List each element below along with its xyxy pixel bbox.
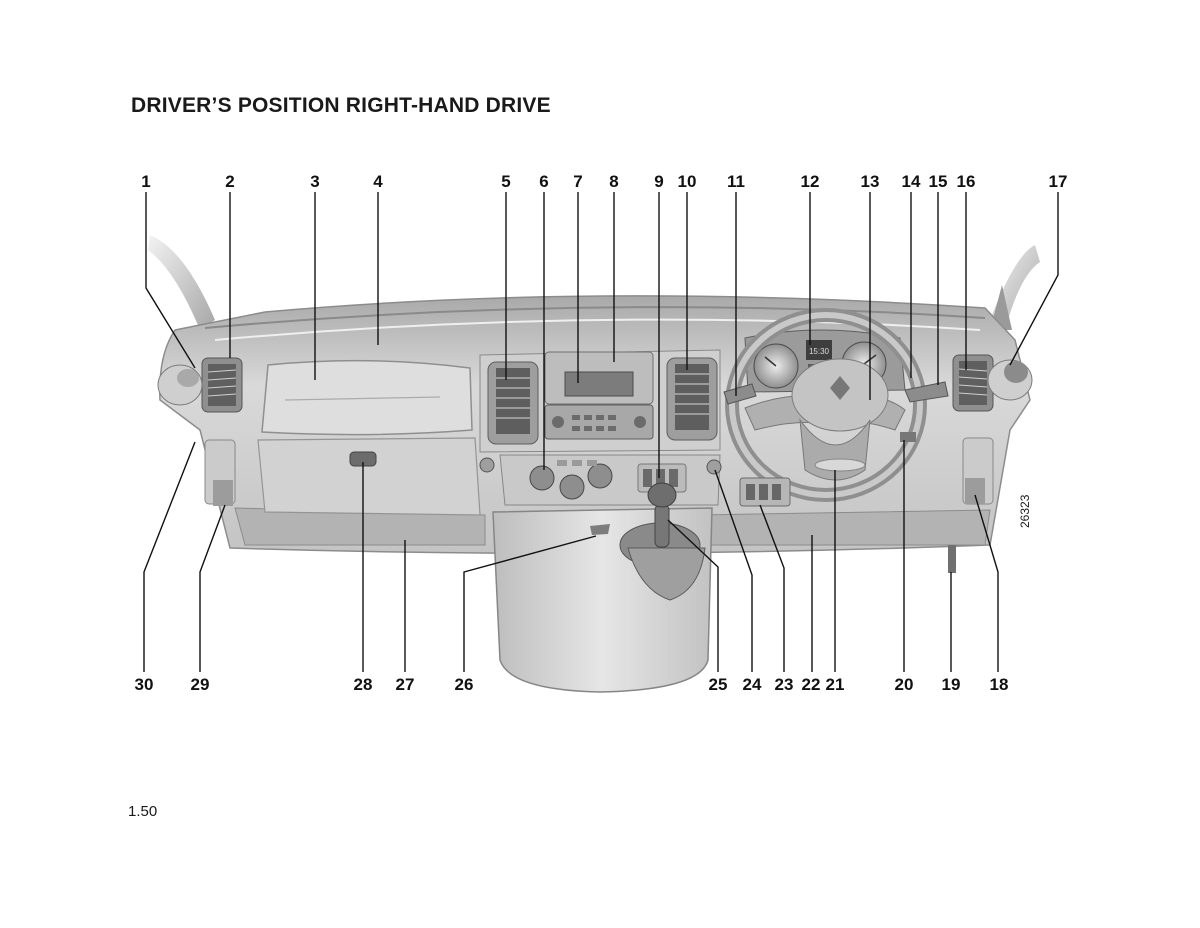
brand-emblem: [830, 376, 850, 400]
right-end-cap: [987, 359, 1033, 401]
callout-24: 24: [743, 675, 762, 694]
callout-numbers-top: 1 2 3 4 5 6 7 8 9 10 11 12 13 14 15 16 1…: [141, 172, 1067, 191]
callout-14: 14: [902, 172, 921, 191]
page-number: 1.50: [128, 803, 158, 820]
callout-27: 27: [396, 675, 415, 694]
callout-25: 25: [709, 675, 728, 694]
callout-26: 26: [455, 675, 474, 694]
callout-20: 20: [895, 675, 914, 694]
callout-3: 3: [310, 172, 319, 191]
callout-1: 1: [141, 172, 150, 191]
clock-display: 15:30: [809, 347, 830, 356]
callout-17: 17: [1049, 172, 1068, 191]
left-lower-vent: [204, 439, 236, 506]
callout-22: 22: [802, 675, 821, 694]
callout-9: 9: [654, 172, 663, 191]
left-end-cap: [157, 364, 203, 406]
callout-5: 5: [501, 172, 510, 191]
lower-console: [492, 482, 713, 693]
callout-15: 15: [929, 172, 948, 191]
leader-lines-bottom: [143, 440, 999, 672]
callout-13: 13: [861, 172, 880, 191]
left-side-vent: [201, 357, 243, 413]
right-a-pillar: [990, 245, 1040, 330]
callout-23: 23: [775, 675, 794, 694]
leader-lines-top: [145, 192, 1059, 478]
callout-4: 4: [373, 172, 383, 191]
callout-21: 21: [826, 675, 845, 694]
left-a-pillar: [148, 235, 215, 330]
figure-reference-number: 26323: [1018, 494, 1032, 528]
callout-28: 28: [354, 675, 373, 694]
callout-11: 11: [727, 172, 745, 191]
right-lower-vent: [962, 437, 994, 505]
callout-30: 30: [135, 675, 154, 694]
callout-16: 16: [957, 172, 976, 191]
callout-10: 10: [678, 172, 697, 191]
callout-8: 8: [609, 172, 618, 191]
right-side-vent: [952, 354, 994, 412]
callout-12: 12: [801, 172, 820, 191]
callout-6: 6: [539, 172, 548, 191]
callout-2: 2: [225, 172, 234, 191]
callout-numbers-bottom: 30 29 28 27 26 25 24 23 22 21 20 19 18: [135, 675, 1009, 694]
steering-wheel: [723, 308, 956, 573]
callout-19: 19: [942, 675, 961, 694]
page-title: DRIVER’S POSITION RIGHT-HAND DRIVE: [131, 94, 551, 117]
callout-18: 18: [990, 675, 1009, 694]
callout-7: 7: [573, 172, 582, 191]
callout-29: 29: [191, 675, 210, 694]
centre-stack: [479, 349, 722, 506]
